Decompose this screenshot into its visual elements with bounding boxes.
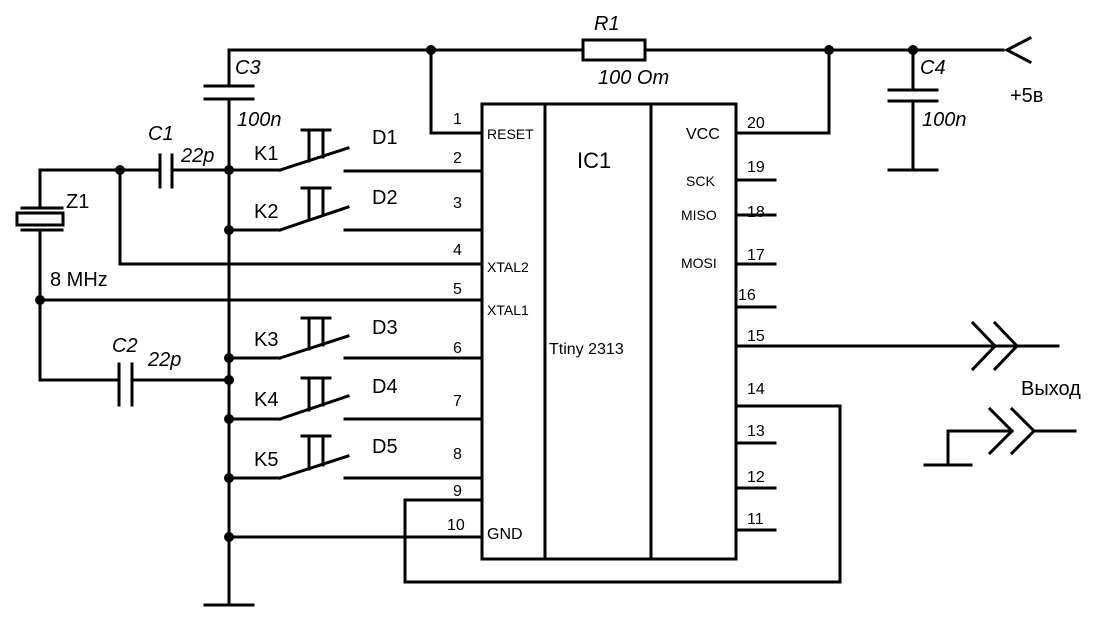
- pin-num-16: 16: [738, 287, 756, 304]
- junction-dots: [35, 45, 918, 542]
- c1-ref: C1: [148, 123, 174, 145]
- crystal-z1: [15, 168, 162, 382]
- pin-num-19: 19: [747, 159, 765, 176]
- pin-name-vcc: VCC: [686, 126, 720, 143]
- pin-name-miso: MISO: [681, 207, 717, 223]
- pin-num-7: 7: [453, 393, 462, 410]
- key-label-k5: K5: [254, 449, 278, 471]
- output-label: Выход: [1021, 378, 1081, 400]
- key-label-k4: K4: [254, 389, 278, 411]
- switch-k3: [227, 316, 350, 360]
- diode-label-d2: D2: [372, 187, 398, 209]
- pin-name-xtal1: XTAL1: [487, 302, 529, 318]
- diode-label-d4: D4: [372, 376, 398, 398]
- resistor-r1: [581, 38, 647, 62]
- pin-num-13: 13: [747, 423, 765, 440]
- pin-num-15: 15: [747, 328, 765, 345]
- output-connector: [923, 320, 1077, 467]
- pin-num-5: 5: [453, 281, 462, 298]
- c4-ref: C4: [920, 57, 946, 79]
- c4-value: 100n: [922, 109, 967, 131]
- pin9-pin14-loop: [403, 404, 842, 584]
- pin-num-14: 14: [747, 381, 765, 398]
- capacitor-c2: [38, 362, 231, 407]
- c2-value: 22p: [147, 349, 181, 371]
- pin-num-18: 18: [747, 204, 765, 221]
- pin-num-4: 4: [453, 242, 462, 259]
- diode-label-d1: D1: [372, 127, 398, 149]
- switch-k4: [227, 376, 350, 421]
- pin-name-mosi: MOSI: [681, 255, 717, 271]
- c3-ref: C3: [235, 57, 261, 79]
- right-pin-lines: [734, 131, 1042, 532]
- key-label-k3: K3: [254, 329, 278, 351]
- pin-num-17: 17: [747, 247, 765, 264]
- pin-num-8: 8: [453, 446, 462, 463]
- switch-k5: [227, 434, 350, 480]
- pin-num-10: 10: [447, 517, 465, 534]
- diode-label-d5: D5: [372, 436, 398, 458]
- pin-name-xtal2: XTAL2: [487, 259, 529, 275]
- pin-num-3: 3: [453, 195, 462, 212]
- c2-ref: C2: [112, 335, 138, 357]
- switch-k1: [227, 128, 350, 172]
- pin-name-gnd: GND: [487, 526, 523, 543]
- left-pin-lines: [38, 131, 484, 539]
- pin-num-20: 20: [747, 115, 765, 132]
- capacitor-c3: [203, 48, 255, 607]
- capacitor-c4: [887, 48, 939, 172]
- ic1-body: [480, 102, 738, 561]
- pin-num-2: 2: [453, 150, 462, 167]
- supply-label: +5в: [1010, 85, 1043, 107]
- key-label-k1: K1: [254, 143, 278, 165]
- z1-value: 8 MHz: [50, 269, 108, 291]
- r1-ref: R1: [594, 13, 620, 35]
- switch-k2: [227, 186, 350, 232]
- ic-part: Ttiny 2313: [549, 341, 624, 358]
- pin-num-12: 12: [747, 469, 765, 486]
- pin-name-reset: RESET: [487, 126, 534, 142]
- c1-value: 22p: [180, 145, 214, 167]
- pin-num-9: 9: [453, 483, 462, 500]
- pin-num-6: 6: [453, 340, 462, 357]
- pin-num-1: 1: [453, 111, 462, 128]
- pin-name-sck: SCK: [686, 173, 715, 189]
- r1-value: 100 Om: [598, 67, 669, 89]
- ic-ref: IC1: [577, 148, 611, 173]
- pin-num-11: 11: [747, 511, 764, 528]
- key-label-k2: K2: [254, 201, 278, 223]
- z1-ref: Z1: [66, 191, 89, 213]
- capacitor-c1: [158, 153, 231, 189]
- c3-value: 100n: [237, 109, 282, 131]
- diode-label-d3: D3: [372, 317, 398, 339]
